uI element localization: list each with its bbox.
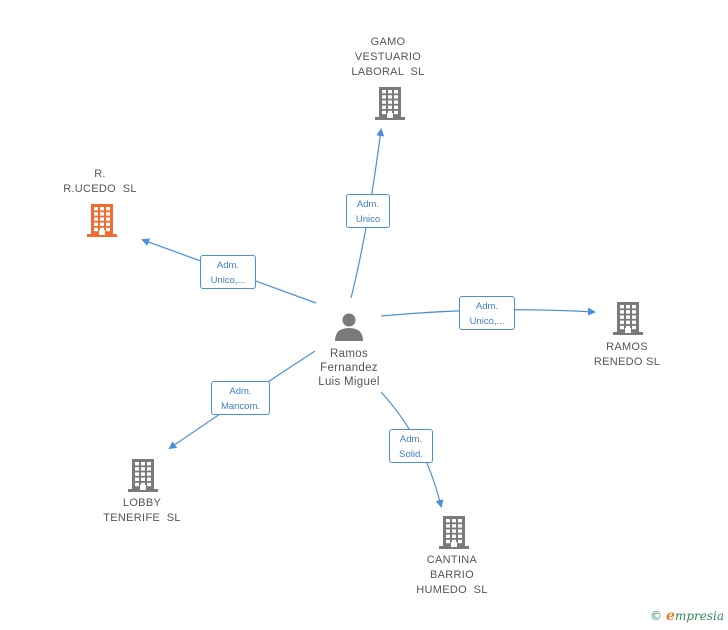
company-name-line: RAMOS xyxy=(606,341,648,353)
relation-label-cantina[interactable]: Adm. Solid. xyxy=(389,429,433,463)
relation-label-line: Solid. xyxy=(399,449,423,460)
building-icon-lobby[interactable] xyxy=(128,459,158,492)
brand-logo: ©empresia xyxy=(650,608,724,624)
company-name-line: R.UCEDO SL xyxy=(63,183,137,195)
company-name-line: R. xyxy=(94,168,106,180)
company-name-line: VESTUARIO xyxy=(354,51,422,63)
person-name-line: Luis Miguel xyxy=(318,376,380,388)
person-name-line: Ramos xyxy=(330,348,368,360)
company-name-line: GAMO xyxy=(370,36,406,48)
person-name-line: Fernandez xyxy=(320,362,378,374)
relation-label-line: Unico,... xyxy=(210,275,246,286)
relation-label-line: Adm. xyxy=(216,260,240,271)
person-icon[interactable] xyxy=(335,313,363,342)
company-name-line: LOBBY xyxy=(122,497,162,509)
building-icon-ramos[interactable] xyxy=(613,302,643,335)
relation-label-line: Adm. xyxy=(475,301,499,312)
company-name-line: CANTINA xyxy=(426,554,478,566)
company-name-gamo[interactable]: GAMO VESTUARIO LABORAL SL xyxy=(333,35,443,80)
relation-label-line: Unico,... xyxy=(469,316,505,327)
company-name-cantina[interactable]: CANTINA BARRIO HUMEDO SL xyxy=(397,553,507,598)
brand-name: mpresia xyxy=(674,609,724,623)
relation-label-ramos[interactable]: Adm. Unico,... xyxy=(459,296,515,330)
relation-label-line: Adm. xyxy=(356,199,380,210)
company-name-line: LABORAL SL xyxy=(351,66,425,78)
company-name-line: RENEDO SL xyxy=(593,356,661,368)
building-icon-rucedo[interactable] xyxy=(87,204,117,237)
building-icon-cantina[interactable] xyxy=(439,516,469,549)
relation-label-line: Unico xyxy=(355,214,381,225)
company-name-lobby[interactable]: LOBBY TENERIFE SL xyxy=(87,496,197,526)
company-name-ramos[interactable]: RAMOS RENEDO SL xyxy=(572,340,682,370)
relation-label-rucedo[interactable]: Adm. Unico,... xyxy=(200,255,256,289)
relation-label-line: Adm. xyxy=(399,434,423,445)
company-name-line: BARRIO xyxy=(430,569,474,581)
building-icon-gamo[interactable] xyxy=(375,87,405,120)
relation-label-gamo[interactable]: Adm. Unico xyxy=(346,194,390,228)
copyright-icon: © xyxy=(650,609,663,623)
brand-initial: e xyxy=(666,608,675,624)
relation-label-lobby[interactable]: Adm. Mancom. xyxy=(211,381,270,415)
company-name-line: HUMEDO SL xyxy=(416,584,488,596)
company-name-rucedo[interactable]: R. R.UCEDO SL xyxy=(45,167,155,197)
company-name-line: TENERIFE SL xyxy=(103,512,181,524)
relation-label-line: Adm. xyxy=(229,386,252,397)
relation-label-line: Mancom. xyxy=(220,401,261,412)
